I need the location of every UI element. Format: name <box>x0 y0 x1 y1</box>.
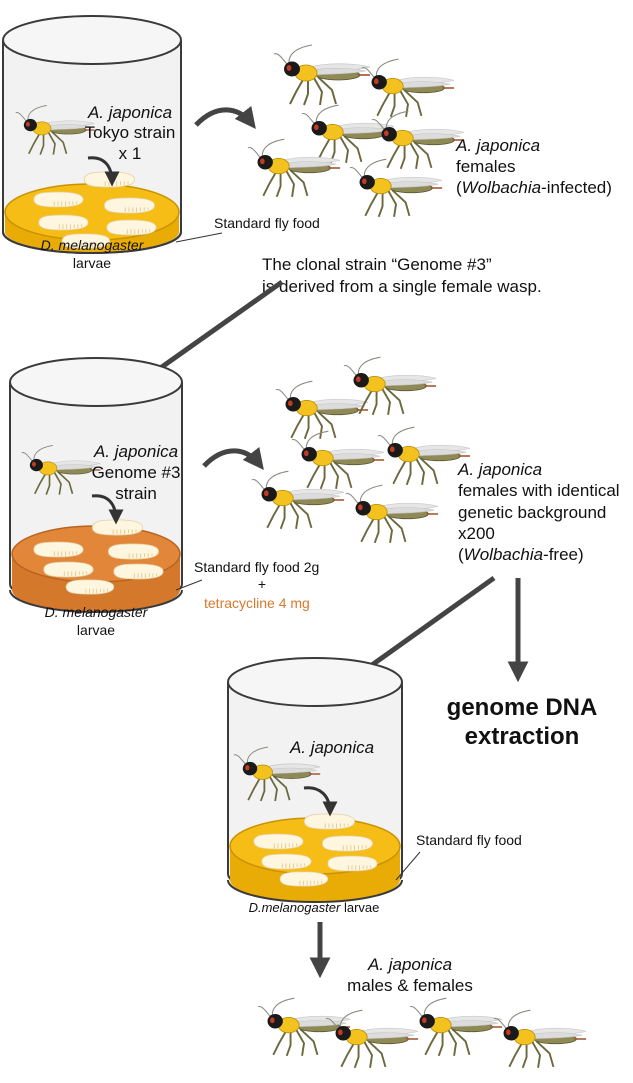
panel2-strain-line1: Genome #3 <box>92 463 181 482</box>
arrow-to-identical-females <box>202 446 264 470</box>
oviposition-arrow <box>91 494 124 525</box>
panel2-result-line2: females with identical <box>458 481 620 500</box>
panel3-result-species: A. japonica <box>367 955 452 974</box>
oviposition-arrow <box>303 786 338 817</box>
food-leader-line <box>175 232 223 243</box>
panel3-species: A. japonica <box>289 738 374 757</box>
wasp-row-males-females <box>256 997 588 1069</box>
food-leader-line <box>395 851 421 881</box>
panel1-count: x 1 <box>119 144 142 163</box>
panel3-result-sex: males & females <box>347 976 473 995</box>
panel1-food-label: Standard fly food <box>214 215 320 231</box>
panel1-host-stage: larvae <box>73 255 111 271</box>
clonal-note-line1: The clonal strain “Genome #3” <box>262 255 492 274</box>
panel3-host: D.melanogaster larvae <box>249 900 380 915</box>
wasp-swarm-infected <box>246 44 466 218</box>
panel1-strain: Tokyo strain <box>85 123 176 142</box>
panel1-result-species: A. japonica <box>455 136 540 155</box>
panel3-food-label: Standard fly food <box>416 832 522 848</box>
panel2-result-line3: genetic background <box>458 503 606 522</box>
panel2-additive: tetracycline 4 mg <box>204 595 310 611</box>
panel1-host-species: D. melanogaster <box>41 237 145 253</box>
panel2-result-species: A. japonica <box>457 460 542 479</box>
panel2-result-count: x200 <box>458 524 495 543</box>
panel1-result-sex: females <box>456 157 516 176</box>
panel2-plus: + <box>258 576 266 592</box>
clonal-note-line2: is derived from a single female wasp. <box>262 277 542 296</box>
panel2-species: A. japonica <box>93 442 178 461</box>
panel2-food-label: Standard fly food 2g <box>194 559 319 575</box>
arrow-to-females <box>194 105 256 129</box>
oviposition-arrow <box>87 156 120 187</box>
panel2-host-species: D. melanogaster <box>45 604 149 620</box>
wasp-swarm-wolbachia-free <box>250 356 472 544</box>
food-leader-line <box>175 579 203 591</box>
panel1-species: A. japonica <box>87 103 172 122</box>
panel2-result-infection: (Wolbachia-free) <box>458 545 584 564</box>
extraction-line1: genome DNA <box>447 694 598 721</box>
panel1-result-infection: (Wolbachia-infected) <box>456 178 612 197</box>
extraction-line2: extraction <box>465 723 580 750</box>
panel2-strain-line2: strain <box>115 484 157 503</box>
panel2-host-stage: larvae <box>77 622 115 638</box>
